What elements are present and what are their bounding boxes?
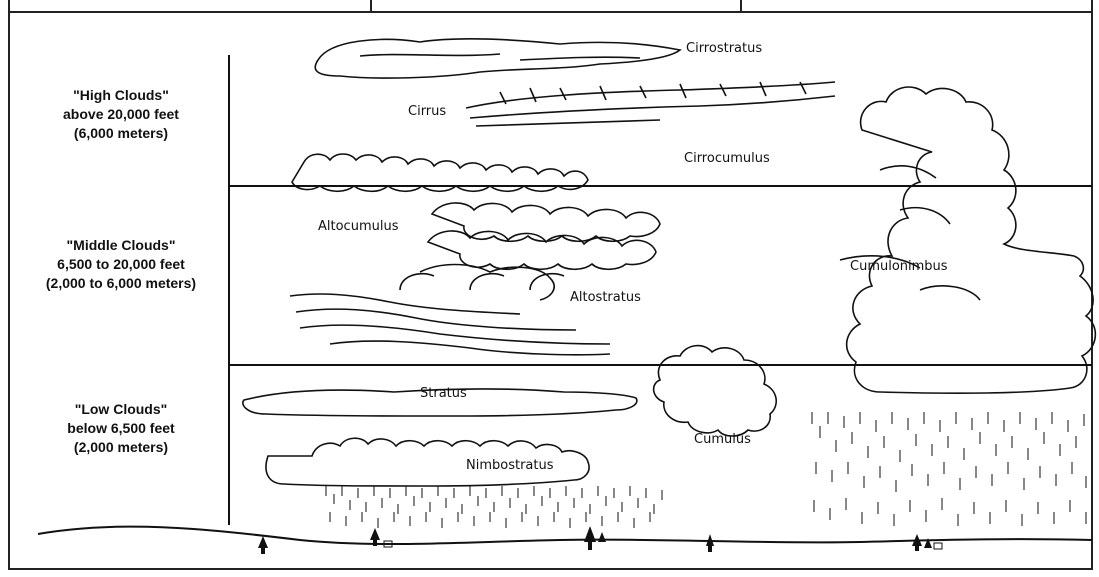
cumulonimbus-cloud [847,87,1096,393]
nimbostratus-rain [326,486,662,528]
cirrocumulus-label: Cirrocumulus [684,151,770,166]
tier-range: above 20,000 feet [16,105,226,124]
altostratus-label: Altostratus [570,290,641,305]
altocumulus-label: Altocumulus [318,219,398,234]
stratus-label: Stratus [420,386,467,401]
high-clouds-label: "High Clouds" above 20,000 feet (6,000 m… [16,86,226,143]
house-icon [934,543,942,549]
low-clouds-label: "Low Clouds" below 6,500 feet (2,000 met… [16,400,226,457]
cumulonimbus-rain [812,412,1086,526]
cumulus-cloud [654,346,777,436]
tier-title: "High Clouds" [16,86,226,105]
altocumulus-cloud-lower [428,231,656,269]
cirrostratus-wisps [360,54,640,60]
tier-range: below 6,500 feet [16,419,226,438]
tier-metric: (6,000 meters) [16,124,226,143]
ground-line [38,527,1092,544]
tree-icon [584,526,596,550]
tree-icon [912,534,922,551]
trees [258,526,942,554]
nimbostratus-label: Nimbostratus [466,458,554,473]
altocumulus-cloud-upper [432,203,660,241]
cirrostratus-label: Cirrostratus [686,41,762,56]
cumulonimbus-label: Cumulonimbus [850,259,948,274]
middle-clouds-label: "Middle Clouds" 6,500 to 20,000 feet (2,… [10,236,232,293]
tree-icon [258,536,268,554]
cumulus-label: Cumulus [694,432,751,447]
tier-title: "Low Clouds" [16,400,226,419]
altostratus-cloud [290,294,610,355]
tier-metric: (2,000 to 6,000 meters) [10,274,232,293]
tier-range: 6,500 to 20,000 feet [10,255,232,274]
tier-title: "Middle Clouds" [10,236,232,255]
tree-icon [598,532,606,542]
cirrus-label: Cirrus [408,104,446,119]
cirrus-hooks [500,82,806,104]
tier-metric: (2,000 meters) [16,438,226,457]
cirrostratus-cloud [315,39,680,78]
cirrus-cloud [466,82,835,126]
tree-icon [706,534,714,552]
